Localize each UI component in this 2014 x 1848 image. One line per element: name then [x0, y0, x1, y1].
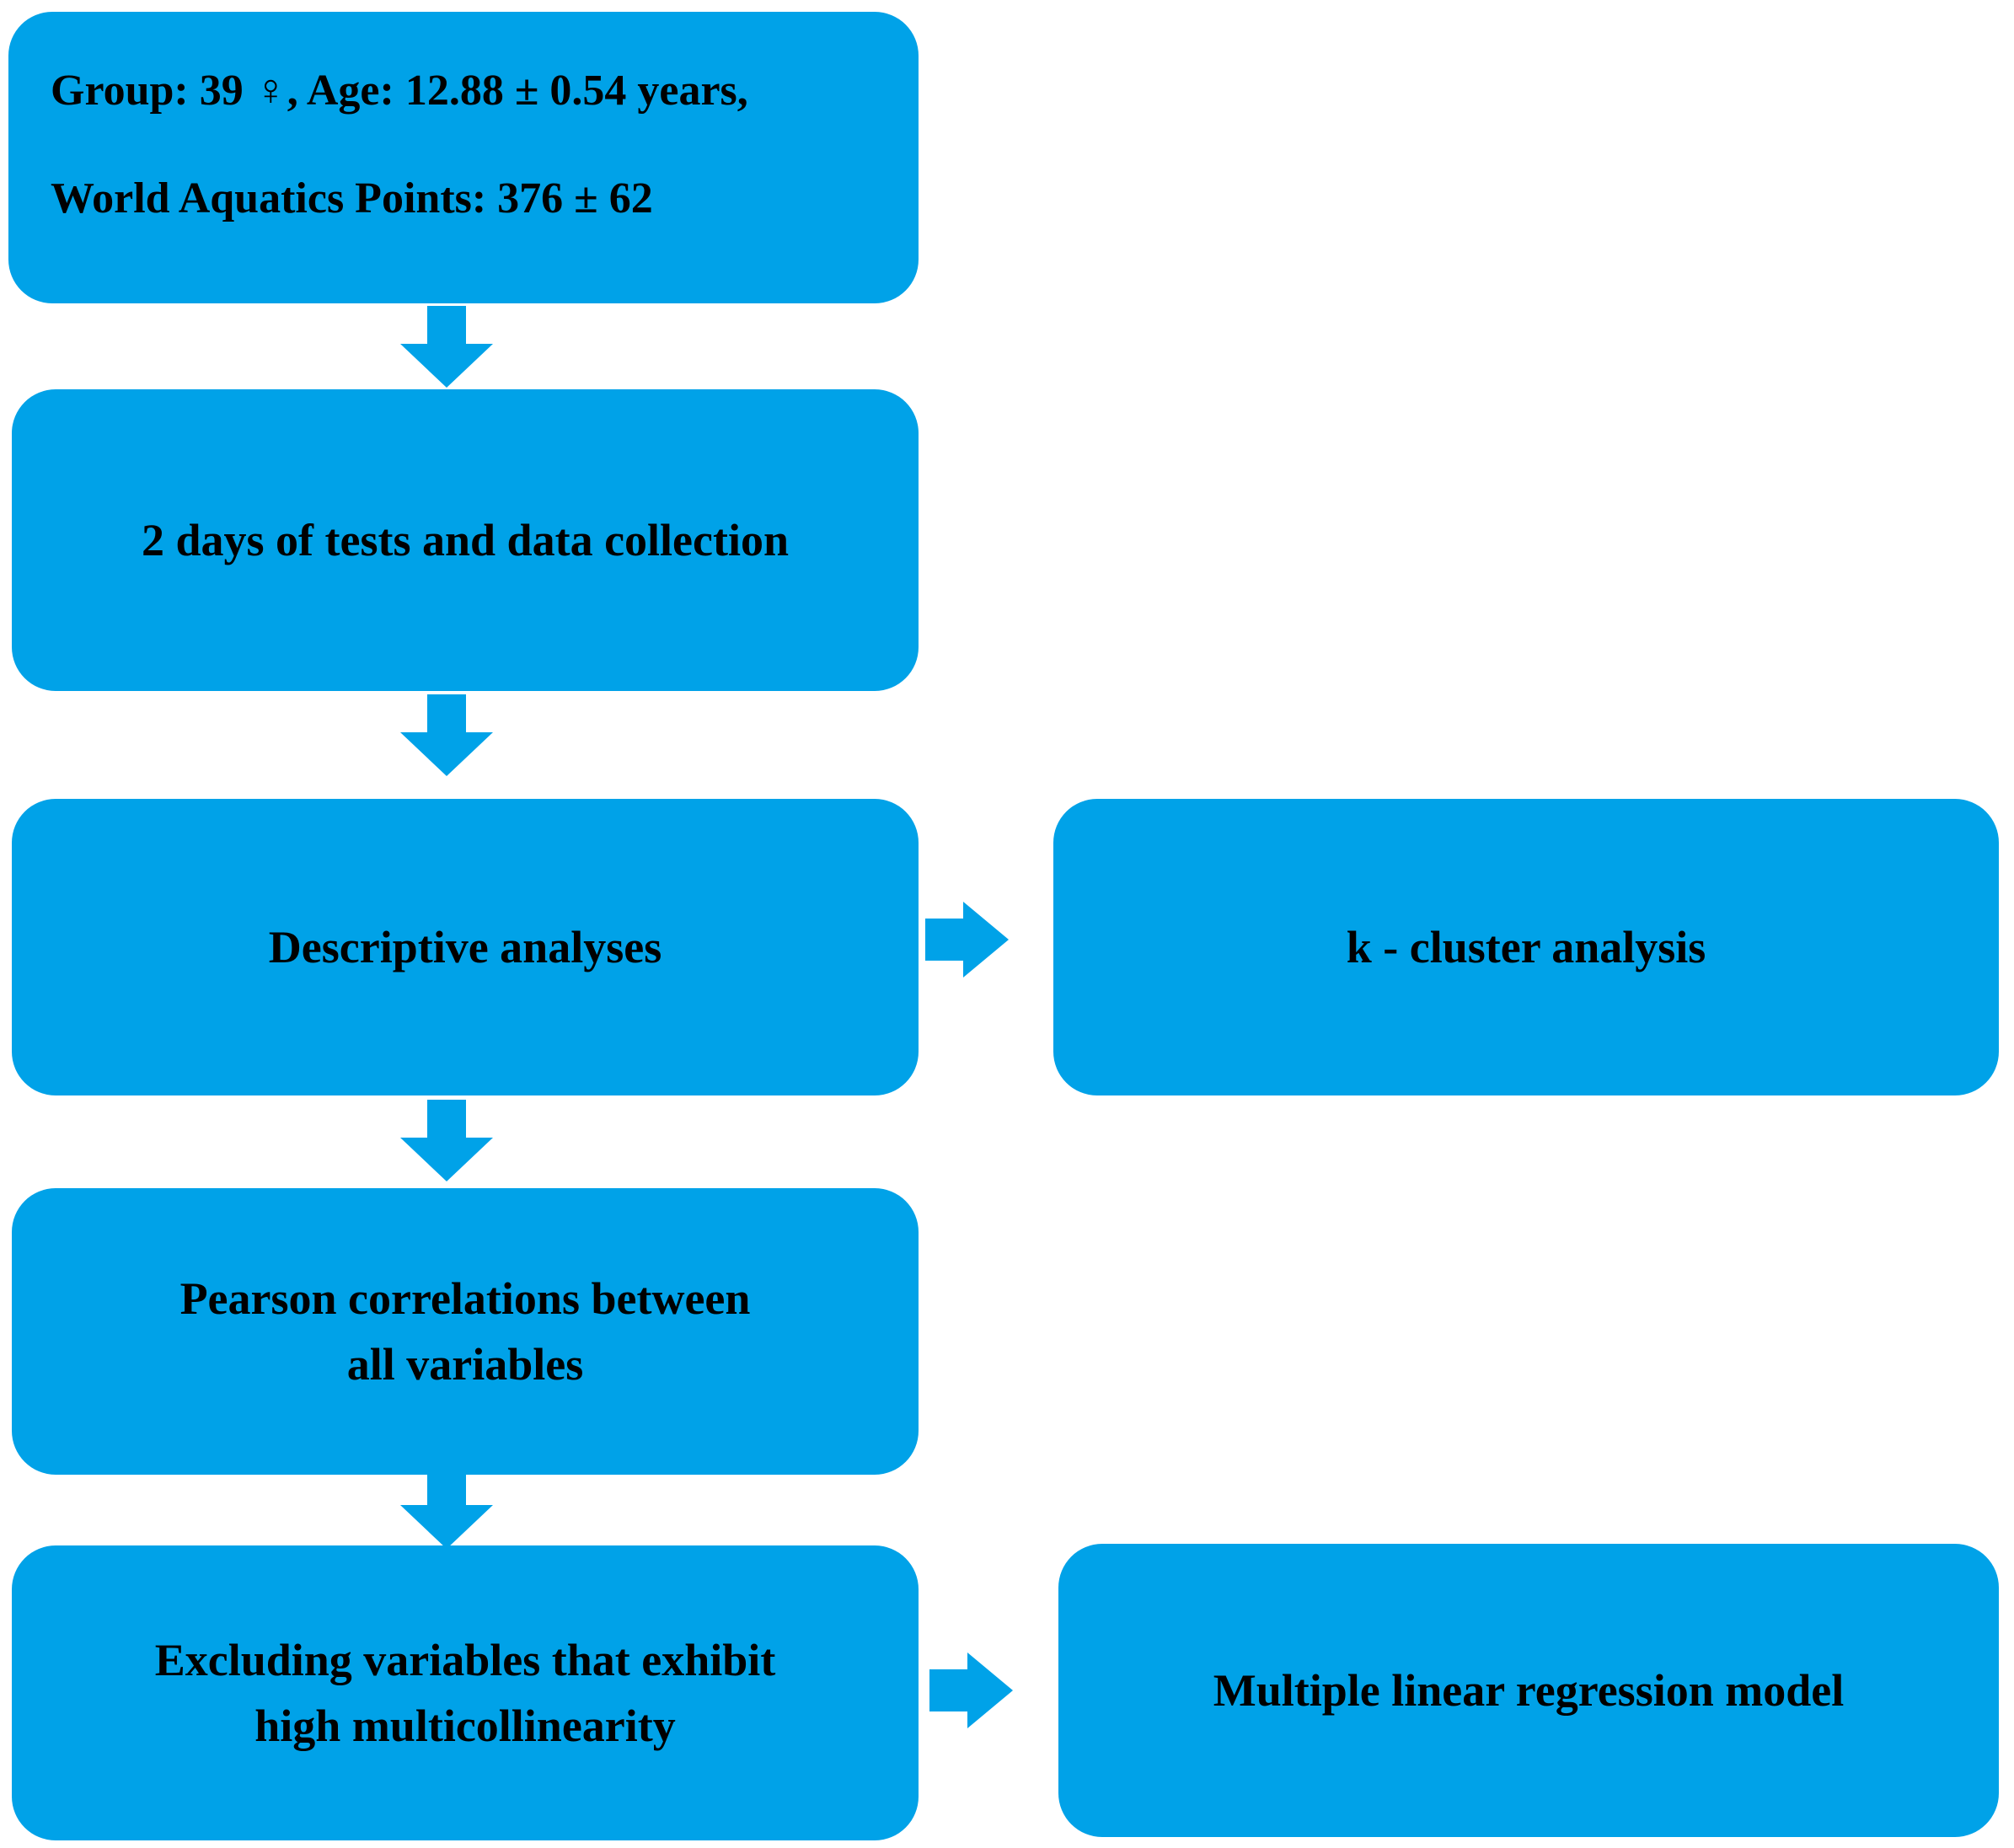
down-arrow-icon-4 [400, 1467, 493, 1549]
down-arrow-head [400, 1505, 493, 1549]
right-arrow-icon-2 [929, 1652, 1013, 1728]
participants-box: Group: 39 ♀, Age: 12.88 ± 0.54 years, Wo… [8, 12, 919, 303]
descriptive-analyses-label: Descriptive analyses [268, 921, 662, 972]
descriptive-analyses-box: Descriptive analyses [12, 799, 919, 1095]
pearson-line-2: all variables [346, 1339, 584, 1390]
regression-model-label: Multiple linear regression model [1213, 1664, 1845, 1716]
pearson-correlations-box: Pearson correlations between all variabl… [12, 1188, 919, 1475]
multicollinearity-exclusion-box: Excluding variables that exhibit high mu… [12, 1545, 919, 1840]
right-arrow-shaft [925, 919, 964, 961]
down-arrow-shaft [427, 1100, 466, 1138]
down-arrow-head [400, 1138, 493, 1181]
down-arrow-icon-3 [400, 1100, 493, 1181]
excluding-line-2: high multicollinearity [254, 1701, 676, 1751]
down-arrow-head [400, 732, 493, 776]
regression-model-box: Multiple linear regression model [1058, 1544, 1999, 1837]
pearson-line-1: Pearson correlations between [179, 1272, 751, 1324]
right-arrow-head [963, 902, 1009, 978]
down-arrow-shaft [427, 306, 466, 345]
down-arrow-icon-1 [400, 306, 493, 388]
down-arrow-icon-2 [400, 694, 493, 776]
down-arrow-head [400, 344, 493, 388]
right-arrow-shaft [929, 1669, 968, 1711]
down-arrow-shaft [427, 694, 466, 733]
participants-line-1: Group: 39 ♀, Age: 12.88 ± 0.54 years, [51, 66, 748, 115]
k-cluster-box: k - cluster analysis [1053, 799, 1999, 1095]
right-arrow-icon-1 [925, 902, 1009, 978]
k-cluster-label: k - cluster analysis [1346, 921, 1706, 972]
down-arrow-shaft [427, 1467, 466, 1506]
participants-line-2: World Aquatics Points: 376 ± 62 [51, 174, 653, 222]
data-collection-box: 2 days of tests and data collection [12, 389, 919, 691]
excluding-line-1: Excluding variables that exhibit [154, 1634, 776, 1685]
right-arrow-head [967, 1652, 1013, 1728]
data-collection-label: 2 days of tests and data collection [142, 514, 789, 565]
